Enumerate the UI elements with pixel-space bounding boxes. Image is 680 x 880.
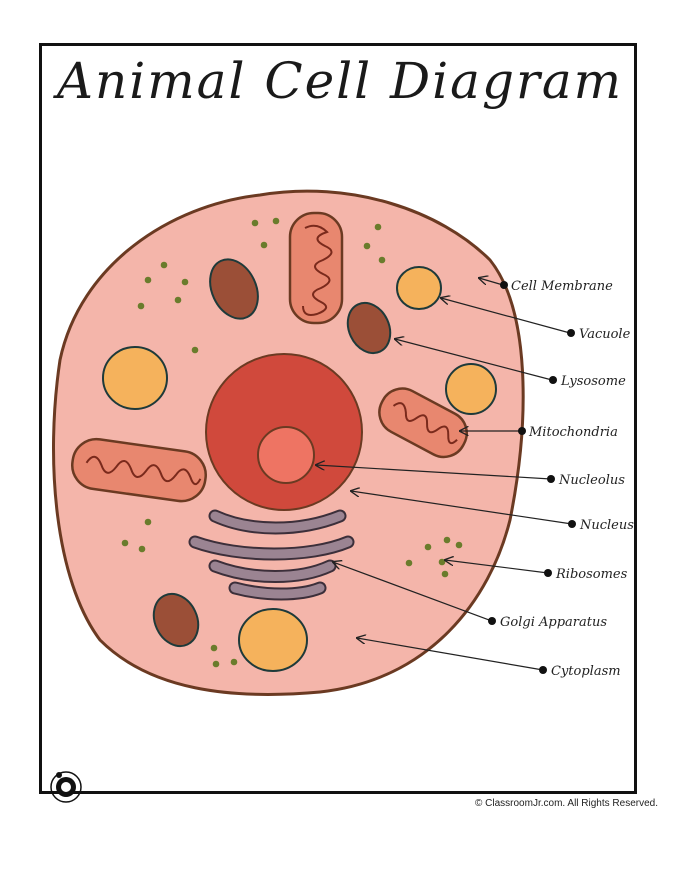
label-cell-membrane: Cell Membrane <box>511 279 613 294</box>
label-lysosome: Lysosome <box>560 374 626 389</box>
label-nucleolus: Nucleolus <box>558 473 625 488</box>
label-ribosomes: Ribosomes <box>555 567 628 582</box>
leader-dots <box>488 281 576 674</box>
label-cytoplasm: Cytoplasm <box>551 664 621 679</box>
mitochondria-group <box>71 211 468 503</box>
copyright-notice: © ClassroomJr.com. All Rights Reserved. <box>475 798 658 809</box>
label-vacuole: Vacuole <box>579 327 631 342</box>
page-title: Animal Cell Diagram <box>56 52 624 110</box>
vacuoles <box>102 266 497 672</box>
label-nucleus: Nucleus <box>579 518 634 533</box>
lysosomes <box>152 258 392 648</box>
leader-lines <box>316 278 573 671</box>
label-golgi-apparatus: Golgi Apparatus <box>500 615 607 630</box>
classroomjr-logo-icon <box>50 771 82 803</box>
ribosome-dots <box>121 217 463 668</box>
golgi-apparatus-shape <box>188 509 355 601</box>
label-mitochondria: Mitochondria <box>528 425 618 440</box>
nucleolus-shape <box>257 426 315 484</box>
